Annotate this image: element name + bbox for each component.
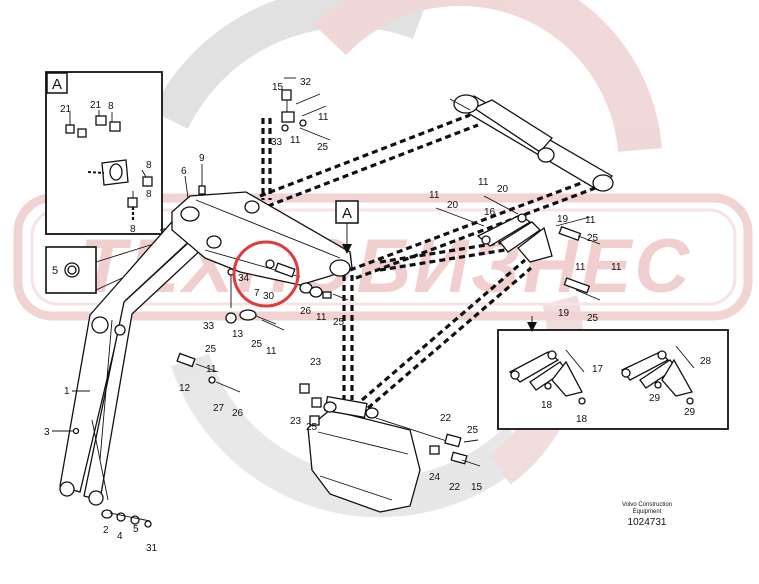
label-28: 28 bbox=[700, 356, 712, 367]
label-22b: 22 bbox=[449, 482, 461, 493]
label-24: 24 bbox=[429, 472, 441, 483]
label-15b: 15 bbox=[471, 482, 483, 493]
label-11b: 11 bbox=[316, 312, 327, 323]
label-29b: 29 bbox=[684, 407, 696, 418]
label-11j: 11 bbox=[611, 262, 622, 273]
dashed-connectors bbox=[259, 113, 607, 410]
label-7: 7 bbox=[254, 288, 260, 299]
part-labels: 1 2 3 4 5 31 6 9 34 7 30 33 13 25 11 26 … bbox=[44, 77, 712, 554]
footer-number: 1024731 bbox=[628, 517, 667, 528]
pin-set-bottom bbox=[101, 509, 152, 528]
label-21b: 21 bbox=[90, 100, 102, 111]
pin-12-group bbox=[176, 352, 241, 393]
label-33b: 33 bbox=[271, 137, 283, 148]
arm-structure bbox=[52, 214, 206, 506]
label-25g: 25 bbox=[587, 233, 599, 244]
pin-set-middle bbox=[225, 259, 349, 331]
label-13: 13 bbox=[232, 329, 244, 340]
label-4: 4 bbox=[117, 531, 123, 542]
label-23b: 23 bbox=[290, 416, 302, 427]
label-25h: 25 bbox=[587, 313, 599, 324]
label-11g: 11 bbox=[478, 177, 489, 188]
label-8b: 8 bbox=[146, 160, 152, 171]
label-11e: 11 bbox=[206, 364, 217, 375]
label-9: 9 bbox=[199, 153, 205, 164]
label-27: 27 bbox=[213, 403, 225, 414]
label-11c: 11 bbox=[318, 112, 329, 123]
label-19b: 19 bbox=[558, 308, 570, 319]
label-1: 1 bbox=[64, 386, 70, 397]
label-11a: 11 bbox=[266, 346, 277, 357]
label-33a: 33 bbox=[203, 321, 215, 332]
label-3: 3 bbox=[44, 427, 50, 438]
inset-detail-a: A 21 21 8 8 8 8 bbox=[45, 71, 163, 235]
label-21a: 21 bbox=[60, 104, 72, 115]
inset-linkage-detail bbox=[497, 316, 729, 430]
label-12: 12 bbox=[179, 383, 191, 394]
label-25c: 25 bbox=[317, 142, 329, 153]
inset-a-letter: A bbox=[52, 76, 62, 93]
label-16: 16 bbox=[484, 207, 496, 218]
label-23a: 23 bbox=[310, 357, 322, 368]
footer-line1: Volvo Construction bbox=[622, 502, 672, 508]
label-29a: 29 bbox=[649, 393, 661, 404]
label-11f: 11 bbox=[429, 190, 440, 201]
label-26b: 26 bbox=[232, 408, 244, 419]
label-25f: 25 bbox=[467, 425, 479, 436]
label-20b: 20 bbox=[497, 184, 509, 195]
label-25b: 25 bbox=[333, 317, 345, 328]
label-8a: 8 bbox=[108, 101, 114, 112]
label-11h: 11 bbox=[585, 215, 596, 226]
bucket bbox=[299, 383, 481, 513]
label-15a: 15 bbox=[272, 82, 284, 93]
label-6: 6 bbox=[181, 166, 187, 177]
label-11i: 11 bbox=[575, 262, 586, 273]
label-5: 5 bbox=[133, 524, 139, 535]
label-22a: 22 bbox=[440, 413, 452, 424]
linkage-assembly bbox=[435, 195, 601, 301]
label-19a: 19 bbox=[557, 214, 569, 225]
label-17: 17 bbox=[592, 364, 604, 375]
hydraulic-cylinder bbox=[449, 94, 614, 192]
label-26a: 26 bbox=[300, 306, 312, 317]
label-8c: 8 bbox=[146, 189, 152, 200]
label-34: 34 bbox=[238, 273, 250, 284]
label-32: 32 bbox=[300, 77, 312, 88]
highlight-circle bbox=[232, 240, 300, 308]
label-8d: 8 bbox=[130, 224, 136, 235]
label-25a: 25 bbox=[251, 339, 263, 350]
label-30: 30 bbox=[263, 291, 275, 302]
label-5-inset: 5 bbox=[52, 265, 58, 277]
footer-line2: Equipment bbox=[633, 509, 662, 515]
label-11d: 11 bbox=[290, 135, 301, 146]
label-2: 2 bbox=[103, 525, 109, 536]
label-25e: 25 bbox=[306, 422, 318, 433]
label-18b: 18 bbox=[576, 414, 588, 425]
footer-credit: Volvo Construction Equipment 1024731 bbox=[622, 502, 672, 528]
label-18a: 18 bbox=[541, 400, 553, 411]
boom-structure bbox=[171, 164, 353, 286]
label-31: 31 bbox=[146, 543, 158, 554]
label-20a: 20 bbox=[447, 200, 459, 211]
label-25d: 25 bbox=[205, 344, 217, 355]
callout-a: A bbox=[335, 200, 359, 254]
callout-a-letter: A bbox=[342, 205, 352, 222]
pin-set-top bbox=[281, 77, 331, 141]
